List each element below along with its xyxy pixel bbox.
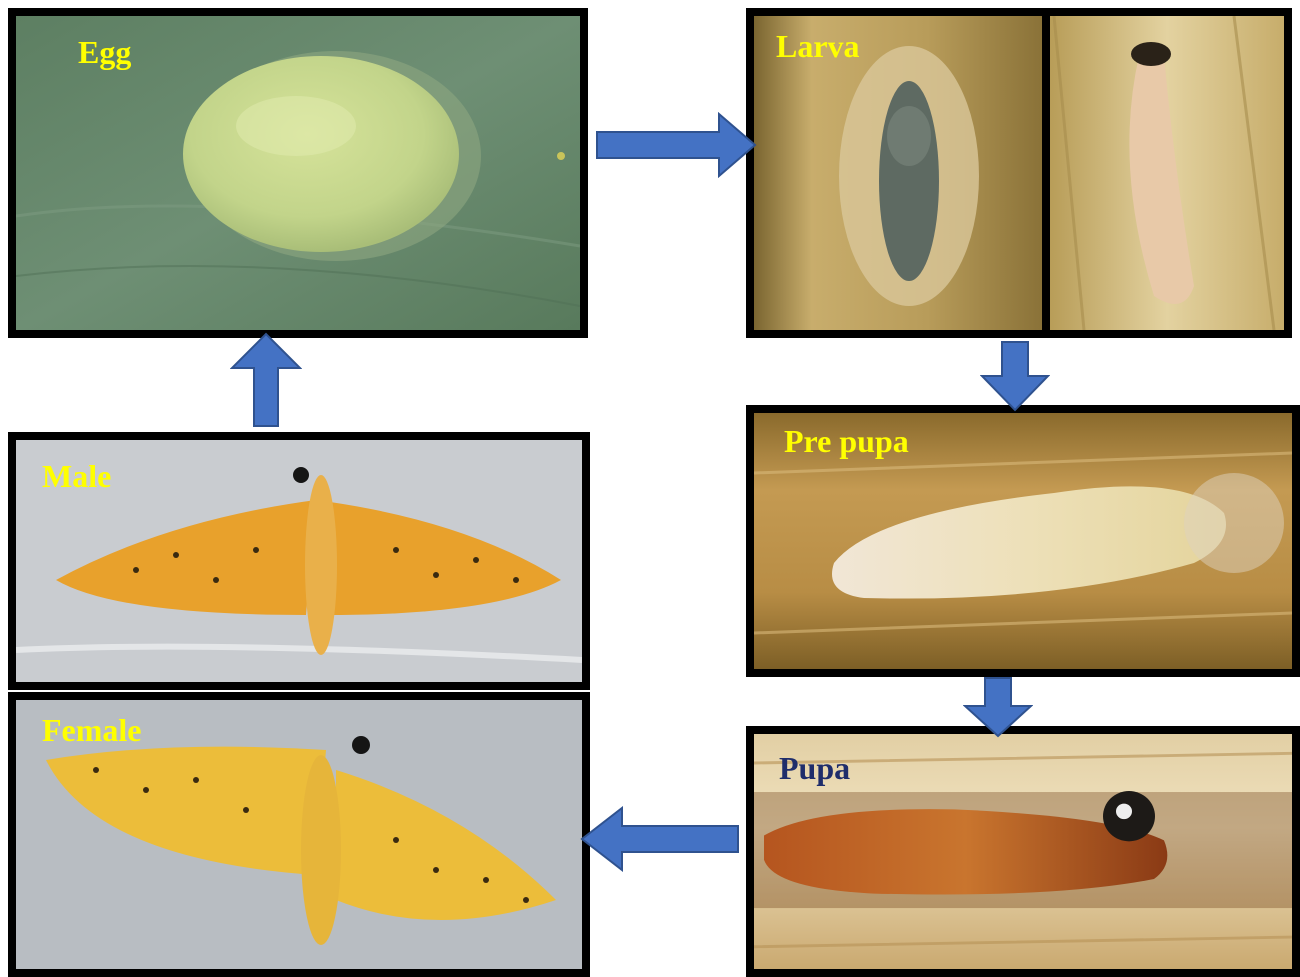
pre-pupa-label: Pre pupa bbox=[784, 425, 909, 457]
egg-label: Egg bbox=[78, 36, 131, 68]
larva-panel: Larva bbox=[746, 8, 1292, 338]
pupa-label: Pupa bbox=[779, 752, 850, 784]
arrow-egg-to-larva bbox=[595, 112, 757, 178]
arrow-pre-pupa-to-pupa bbox=[963, 676, 1033, 738]
female-label: Female bbox=[42, 714, 142, 746]
pupa-panel: Pupa bbox=[746, 726, 1300, 977]
male-panel: Male bbox=[8, 432, 590, 690]
arrow-pupa-to-female bbox=[580, 806, 740, 872]
arrow-male-to-egg bbox=[230, 332, 302, 428]
female-panel: Female bbox=[8, 692, 590, 977]
egg-panel: Egg bbox=[8, 8, 588, 338]
male-label: Male bbox=[42, 460, 111, 492]
pre-pupa-panel: Pre pupa bbox=[746, 405, 1300, 677]
larva-label: Larva bbox=[776, 30, 860, 62]
arrow-larva-to-pre-pupa bbox=[980, 340, 1050, 412]
